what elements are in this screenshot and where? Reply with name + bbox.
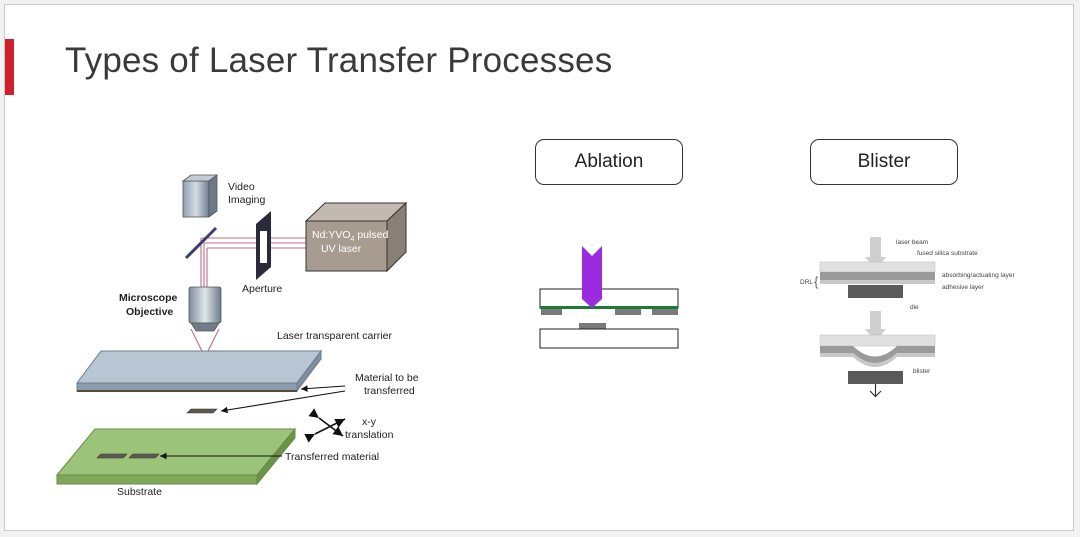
translation-label: x-y translation	[345, 416, 394, 441]
laser-beam-arrow-icon	[582, 246, 602, 308]
adhesive-layer-label: adhesive layer	[942, 284, 985, 291]
blister-beam-shaft	[870, 311, 881, 333]
fused-silica-layer	[819, 334, 936, 347]
material-arrow-to-carrier	[300, 385, 346, 392]
beamsplitter-mirror	[184, 226, 218, 260]
aperture-icon	[256, 211, 271, 280]
absorbing-layer	[820, 272, 935, 280]
aperture-label: Aperture	[242, 283, 282, 295]
material-arrow-to-piece	[220, 390, 346, 414]
ablation-transferred-die	[579, 323, 606, 329]
die-block	[848, 285, 903, 298]
ablation-die	[652, 309, 678, 315]
video-imaging-label: Video Imaging	[228, 181, 266, 206]
ablation-label-box: Ablation	[535, 139, 683, 185]
absorbing-layer-label: absorbing/actuating layer	[942, 272, 1015, 279]
drl-brace-icon: {	[814, 274, 819, 289]
blister-adhesive	[820, 353, 935, 367]
ablation-die	[615, 309, 641, 315]
die-label: die	[910, 304, 919, 311]
slide: Types of Laser Transfer Processes Ablati…	[4, 4, 1074, 531]
laser-beam-label: laser beam	[896, 239, 928, 246]
transparent-carrier	[76, 349, 322, 393]
blister-beam-shaft	[870, 237, 881, 261]
ablation-bottom-plate	[539, 328, 679, 349]
blister-schematic: laser beam fused silica substrate absorb…	[800, 237, 1015, 398]
material-label: Material to be transferred	[355, 372, 422, 397]
substrate-label: Substrate	[117, 486, 162, 498]
blister-bulge	[820, 346, 935, 363]
ablation-label: Ablation	[574, 151, 644, 172]
ablation-schematic	[539, 246, 679, 349]
ablation-top-plate	[539, 288, 679, 309]
carrier-label: Laser transparent carrier	[277, 330, 392, 342]
material-piece	[186, 408, 218, 414]
transferred-piece	[96, 453, 128, 459]
camera-icon	[181, 174, 219, 218]
ablation-die	[541, 309, 562, 315]
ablation-absorbing-layer	[540, 306, 678, 309]
blister-label-text: blister	[913, 368, 931, 375]
blister-label-box: Blister	[810, 139, 958, 185]
adhesive-layer	[820, 280, 935, 284]
drl-label: DRL	[800, 279, 813, 286]
transferred-material-label: Transferred material	[285, 451, 379, 463]
transferred-piece	[128, 453, 160, 459]
microscope-objective-label: Microscope Objective	[119, 292, 180, 318]
fused-silica-layer	[819, 261, 936, 273]
accent-bar	[5, 39, 14, 95]
uv-laser-icon	[304, 201, 408, 273]
xy-translation-icon	[304, 408, 346, 443]
uv-laser-label: Nd:YVO4 pulsed UV laser	[312, 229, 391, 255]
slide-title: Types of Laser Transfer Processes	[65, 41, 613, 80]
microscope-objective-icon	[188, 286, 222, 332]
fused-silica-label: fused silica substrate	[917, 250, 978, 257]
blister-label: Blister	[857, 151, 911, 172]
release-arrow-icon	[869, 390, 882, 398]
released-die	[848, 371, 903, 384]
laser-transfer-setup-diagram: Video Imaging Aperture	[55, 174, 1015, 498]
